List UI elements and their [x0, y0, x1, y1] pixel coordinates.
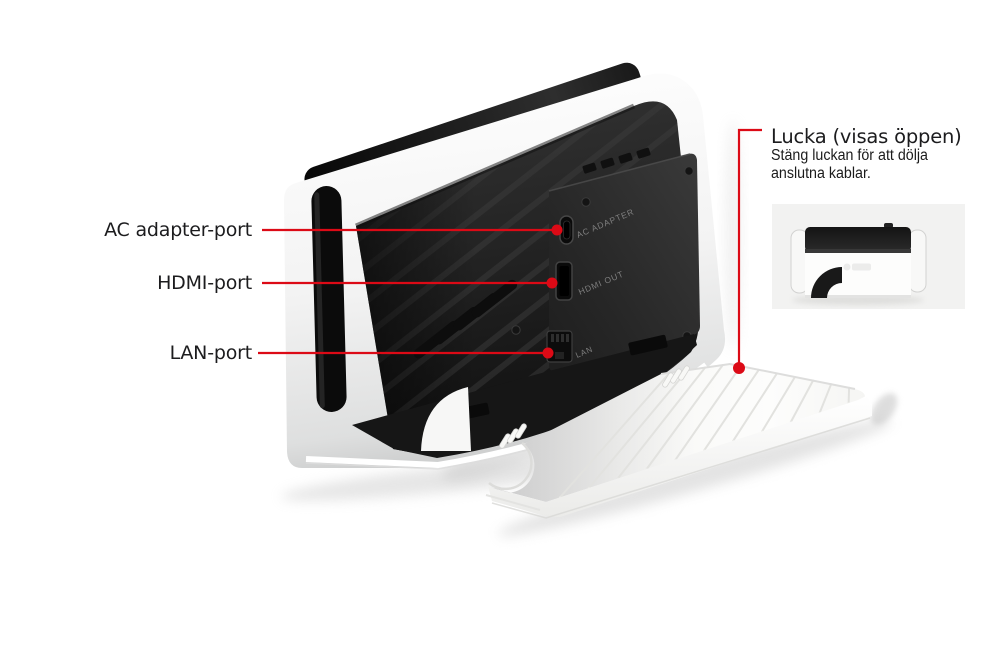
inset-dock-lip [805, 249, 911, 253]
dock-side-slot [311, 186, 347, 412]
callout-leaders [258, 128, 762, 374]
lid-ribs [559, 364, 851, 499]
inset-cable-channel [811, 267, 842, 298]
nintendo-switch-logo [843, 263, 871, 271]
callout-label-hdmi-port: HDMI-port [157, 272, 252, 294]
lucka-description-line1: Stäng luckan för att dölja [771, 147, 928, 164]
inset-dock-base [805, 295, 911, 298]
leader-line-lucka [737, 128, 762, 364]
vent-slots-top [582, 147, 651, 174]
inset-console-top [805, 227, 911, 252]
hdmi-port [555, 261, 573, 301]
lid-notch [488, 442, 533, 491]
vent-slots-large [413, 279, 518, 359]
shell-corner-wedge [421, 387, 471, 451]
inset-joycon-right [908, 229, 927, 293]
connector-panel [548, 153, 700, 372]
callout-label-ac-adapter-port: AC adapter-port [104, 219, 252, 241]
leader-dot-ac [551, 224, 563, 236]
lid-grip-ridges [499, 365, 690, 449]
callout-label-lucka-title: Lucka (visas öppen) [771, 125, 962, 148]
cover-lid [485, 362, 872, 519]
leader-dot-lucka [733, 362, 745, 374]
callout-label-lucka-description: Stäng luckan för att dölja anslutna kabl… [771, 147, 928, 183]
lid-front-wall [488, 396, 872, 517]
leader-dot-lan [542, 347, 554, 359]
lid-floor-shade [490, 364, 866, 502]
inset-power-nub [884, 223, 893, 228]
lucka-description-line2: anslutna kablar. [771, 165, 871, 182]
leader-dot-hdmi [546, 277, 558, 289]
inset-closed-dock [772, 204, 965, 309]
lid-front-wall-contact [491, 417, 871, 519]
lid-foot-step [485, 494, 541, 511]
callout-label-lan-port: LAN-port [169, 342, 253, 364]
